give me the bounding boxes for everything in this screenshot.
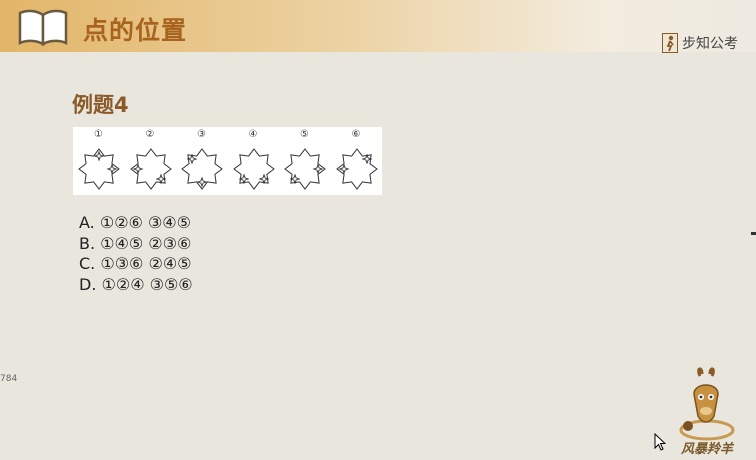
option-letter: D. <box>79 274 97 294</box>
header-bar: 点的位置 步知公考 <box>0 0 756 53</box>
star-figure <box>129 148 172 190</box>
figure-strip: ① ② ③ ④ ⑤ ⑥ <box>73 127 382 195</box>
option-text: ①②④ ③⑤⑥ <box>101 274 193 294</box>
star-figure <box>284 148 326 190</box>
example-title: 例题4 <box>72 93 129 117</box>
mouse-cursor-icon <box>654 433 666 451</box>
figure-number: ① <box>94 129 103 140</box>
side-number: 784 <box>0 374 18 384</box>
sparkle-mark <box>106 163 118 175</box>
brand-icon <box>662 33 678 53</box>
option-d[interactable]: D. ①②④ ③⑤⑥ <box>79 275 193 296</box>
figure-1: ① <box>73 127 124 195</box>
option-a[interactable]: A. ①②⑥ ③④⑤ <box>79 213 193 234</box>
figure-number: ⑥ <box>351 129 361 140</box>
star-outline <box>78 148 120 190</box>
option-b[interactable]: B. ①④⑤ ②③⑥ <box>79 234 193 255</box>
sparkle-mark <box>154 173 167 185</box>
star-figure <box>335 148 378 190</box>
brand-logo: 步知公考 <box>662 33 738 53</box>
star-figure <box>232 148 275 190</box>
option-letter: C. <box>79 254 96 273</box>
option-text: ①③⑥ ②④⑤ <box>100 254 192 273</box>
option-letter: A. <box>79 213 95 232</box>
figure-2: ② <box>125 127 176 195</box>
sparkle-mark <box>337 163 350 175</box>
page-title: 点的位置 <box>83 16 188 45</box>
option-letter: B. <box>79 233 96 253</box>
sparkle-mark <box>93 150 105 162</box>
figure-5: ⑤ <box>279 127 330 195</box>
figure-4: ④ <box>228 127 279 195</box>
edge-marker <box>751 232 756 235</box>
star-outline <box>232 148 275 190</box>
star-figure <box>78 148 120 190</box>
antelope-mascot-icon <box>679 367 735 441</box>
mascot-label: 风暴羚羊 <box>681 442 734 457</box>
sparkle-mark <box>196 176 208 188</box>
answer-options: A. ①②⑥ ③④⑤ B. ①④⑤ ②③⑥ C. ①③⑥ ②④⑤ D. ①②④ … <box>79 213 193 295</box>
sparkle-mark <box>289 173 301 185</box>
figure-number: ③ <box>197 129 206 140</box>
option-text: ①②⑥ ③④⑤ <box>99 213 191 232</box>
sparkle-mark <box>237 173 250 185</box>
figure-number: ② <box>145 129 155 140</box>
book-icon <box>18 9 68 47</box>
sparkle-mark <box>186 153 198 165</box>
sparkle-mark <box>360 153 373 165</box>
sparkle-mark <box>312 163 324 175</box>
figure-number: ⑤ <box>300 129 309 140</box>
figure-3: ③ <box>176 127 227 195</box>
option-text: ①④⑤ ②③⑥ <box>100 233 192 253</box>
sparkle-mark <box>131 163 144 175</box>
figure-6: ⑥ <box>331 127 382 195</box>
star-figure <box>181 148 223 190</box>
sparkle-mark <box>257 173 270 185</box>
brand-name: 步知公考 <box>682 36 738 52</box>
option-c[interactable]: C. ①③⑥ ②④⑤ <box>79 254 193 275</box>
figure-number: ④ <box>248 129 258 140</box>
